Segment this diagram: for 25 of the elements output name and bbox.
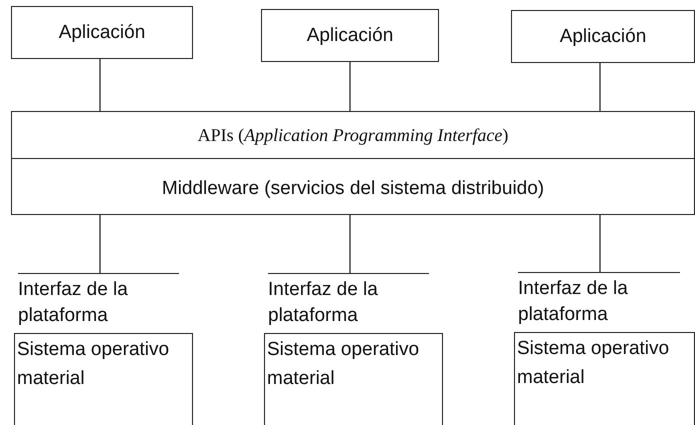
layer-label: Aplicación — [58, 22, 146, 44]
interface-label: Interfaz de la plataforma — [18, 278, 129, 328]
layer-label: Aplicación — [306, 24, 394, 46]
layer-label: Aplicación — [560, 26, 646, 48]
middleware-layer-band — [11, 158, 695, 215]
layer-label: Sistema operativo material — [517, 337, 670, 390]
application-box — [261, 9, 439, 62]
operating-system-box — [514, 332, 695, 425]
layer-label: Middleware (servicios del sistema distribuido) — [162, 178, 544, 200]
connector-line — [349, 215, 351, 273]
application-box — [11, 6, 193, 59]
connector-line — [99, 59, 101, 111]
connector-line — [99, 215, 101, 273]
layer-label: APIs (Application Programming Interface) — [198, 124, 508, 146]
connector-line — [599, 215, 601, 272]
api-layer-band — [11, 111, 695, 159]
interface-label: Interfaz de la plataforma — [518, 277, 629, 327]
layer-label: Sistema operativo material — [267, 338, 420, 391]
application-box — [511, 10, 695, 63]
layer-label: Sistema operativo material — [17, 338, 170, 391]
operating-system-box — [264, 333, 443, 425]
connector-line — [349, 62, 351, 111]
connector-line — [599, 63, 601, 111]
interface-label: Interfaz de la plataforma — [268, 278, 379, 328]
operating-system-box — [14, 333, 193, 425]
